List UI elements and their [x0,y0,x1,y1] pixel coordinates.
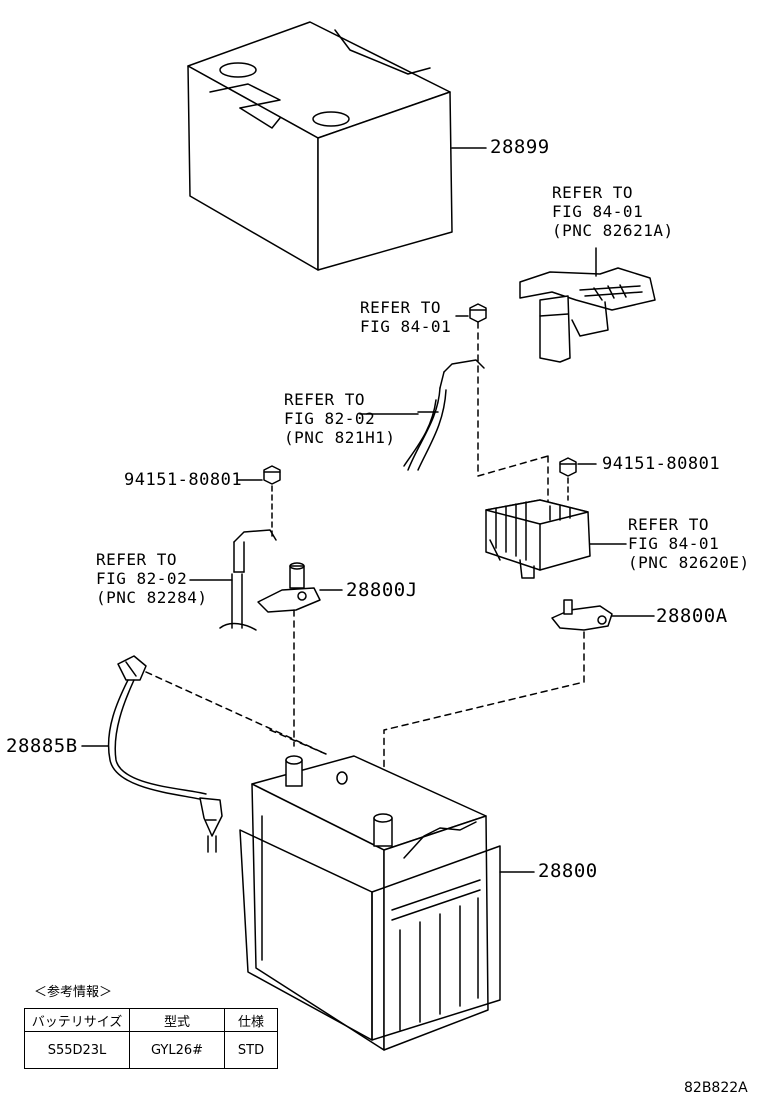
header-battery-size: バッテリサイズ [24,1008,130,1032]
nut-top-drawing [455,303,487,323]
reference-line: (PNC 82284) [96,588,208,607]
part-number-28899[interactable]: 28899 [490,136,550,158]
terminal-connector-82621A-drawing [519,247,656,363]
figure-code: 82B822A [684,1080,748,1096]
reference-line: (PNC 82620E) [628,553,750,572]
sensor-cable-28885B-drawing [81,655,223,853]
terminal-28800J-drawing [257,562,343,613]
dashed-guide-28885B [145,671,327,755]
fuse-block-82620E-drawing [485,499,627,579]
cell-model: GYL26# [129,1031,225,1069]
info-table-title: ＜参考情報＞ [34,985,113,1000]
battery-spec-table: バッテリサイズ 型式 仕様 S55D23L GYL26# STD [24,1008,278,1069]
reference-line: FIG 82-02 [284,409,376,428]
reference-line: REFER TO [552,183,634,202]
nut-right-drawing [559,457,597,501]
cell-spec: STD [224,1031,278,1069]
part-number-28885B[interactable]: 28885B [6,735,78,757]
reference-fig84-nut[interactable]: REFER TO FIG 84-01 [360,298,451,336]
reference-line: FIG 84-01 [552,202,644,221]
dashed-guide-821H1 [477,321,549,477]
reference-82284[interactable]: REFER TO FIG 82-02 (PNC 82284) [96,550,207,607]
reference-line: FIG 82-02 [96,569,188,588]
reference-821H1[interactable]: REFER TO FIG 82-02 (PNC 821H1) [284,390,395,447]
cable-82284-drawing [189,529,277,631]
cable-821H1-drawing [403,359,485,471]
terminal-28800A-drawing [551,599,655,631]
battery-cover-drawing [187,21,453,271]
reference-line: (PNC 82621A) [552,221,674,240]
reference-82620E[interactable]: REFER TO FIG 84-01 (PNC 82620E) [628,515,750,572]
reference-line: FIG 84-01 [628,534,720,553]
header-model: 型式 [129,1008,225,1032]
table-row: S55D23L GYL26# STD [24,1031,278,1069]
reference-line: REFER TO [628,515,710,534]
battery-28800-drawing [239,755,535,1051]
part-number-nut-right[interactable]: 94151-80801 [602,454,721,474]
header-spec: 仕様 [224,1008,278,1032]
part-number-28800A[interactable]: 28800A [656,605,728,627]
reference-line: (PNC 821H1) [284,428,396,447]
cell-battery-size: S55D23L [24,1031,130,1069]
part-number-28800[interactable]: 28800 [538,860,598,882]
reference-line: REFER TO [360,298,442,317]
reference-line: FIG 84-01 [360,317,452,336]
table-header-row: バッテリサイズ 型式 仕様 [24,1008,278,1032]
nut-left-drawing [237,465,281,541]
part-number-nut-left[interactable]: 94151-80801 [124,470,243,490]
part-number-28800J[interactable]: 28800J [346,579,418,601]
reference-line: REFER TO [96,550,178,569]
reference-line: REFER TO [284,390,366,409]
reference-82621A[interactable]: REFER TO FIG 84-01 (PNC 82621A) [552,183,674,240]
